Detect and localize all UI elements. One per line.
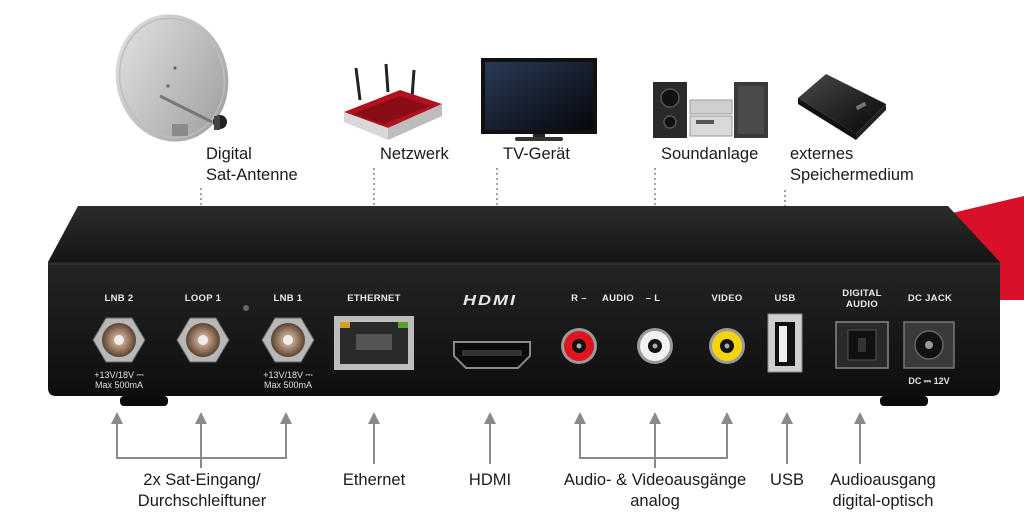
sound-system-icon <box>653 82 768 138</box>
port-label-video: VIDEO <box>711 293 743 304</box>
satellite-dish-icon <box>115 14 229 142</box>
label-tv: TV-Gerät <box>503 145 570 163</box>
arrow-up-icon <box>484 412 496 424</box>
lnb1-spec: +13V/18V ⎓ Max 500mA <box>263 370 313 390</box>
arrow-up-icon <box>854 412 866 424</box>
hdmi-port <box>453 341 531 369</box>
label-sound: Soundanlage <box>661 145 759 163</box>
rca-white-port <box>637 328 673 364</box>
bottom-label-digital-out: Audioausgang digital-optisch <box>830 471 936 510</box>
tv-icon <box>481 58 597 141</box>
arrow-up-icon <box>781 412 793 424</box>
arrow-up-icon <box>721 412 733 424</box>
bottom-label-av-out: Audio- & Videoausgänge analog <box>563 471 747 510</box>
arrow-up-icon <box>574 412 586 424</box>
port-label-audio: AUDIO <box>601 293 635 304</box>
bottom-connector-lines <box>116 422 861 468</box>
bottom-label-ethernet: Ethernet <box>342 471 406 489</box>
bottom-label-hdmi: HDMI <box>468 471 512 489</box>
port-label-audio-l: – L <box>645 293 661 304</box>
arrow-up-icon <box>368 412 380 424</box>
arrow-up-icon <box>195 412 207 424</box>
ethernet-port <box>334 316 414 370</box>
rca-yellow-port <box>709 328 745 364</box>
label-storage: externes Speichermedium <box>790 145 914 184</box>
arrow-up-icon <box>649 412 661 424</box>
port-label-usb: USB <box>774 293 796 304</box>
bottom-label-usb: USB <box>770 471 804 489</box>
rca-red-port <box>561 328 597 364</box>
dc-spec: DC ⎓ 12V <box>908 376 950 386</box>
arrow-up-icon <box>280 412 292 424</box>
external-hdd-icon <box>798 74 886 140</box>
router-icon <box>344 63 442 140</box>
f-connector-lnb1 <box>261 317 315 363</box>
optical-port <box>835 321 889 369</box>
lnb2-spec: +13V/18V ⎓ Max 500mA <box>94 370 144 390</box>
arrow-heads <box>111 412 866 424</box>
arrow-up-icon <box>111 412 123 424</box>
port-label-lnb1: LNB 1 <box>273 293 303 304</box>
port-label-dc-jack: DC JACK <box>907 293 953 304</box>
hdmi-logo: HDMI <box>463 292 517 309</box>
label-sat-antenna: Digital Sat-Antenne <box>206 145 298 184</box>
f-connector-lnb2 <box>92 317 146 363</box>
port-label-ethernet: ETHERNET <box>347 293 401 304</box>
dc-jack-port <box>903 321 955 369</box>
f-connector-loop1 <box>176 317 230 363</box>
port-label-lnb2: LNB 2 <box>104 293 134 304</box>
bottom-label-sat-input: 2x Sat-Eingang/ Durchschleiftuner <box>137 471 267 510</box>
port-label-digital-audio: DIGITAL AUDIO <box>842 288 882 310</box>
port-label-loop1: LOOP 1 <box>184 293 222 304</box>
port-label-audio-r: R – <box>571 293 587 304</box>
label-network: Netzwerk <box>380 145 449 163</box>
usb-port <box>767 313 803 373</box>
